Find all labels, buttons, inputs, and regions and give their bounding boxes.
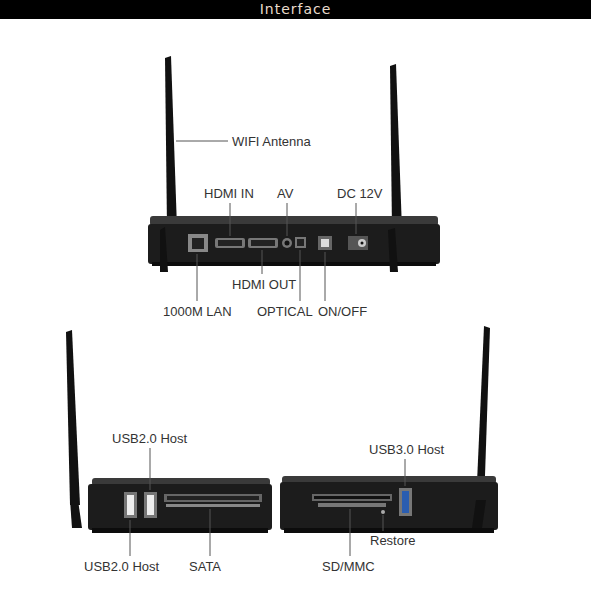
port-label: DC 12V bbox=[337, 186, 383, 201]
port-label: SATA bbox=[189, 559, 221, 574]
left-side-device bbox=[66, 330, 272, 533]
port-label: HDMI OUT bbox=[232, 277, 296, 292]
port-label: USB2.0 Host bbox=[112, 431, 187, 446]
port-label: HDMI IN bbox=[204, 186, 254, 201]
port-label: ON/OFF bbox=[318, 304, 367, 319]
title-bar bbox=[0, 0, 591, 19]
port-label: Restore bbox=[370, 533, 416, 548]
title-text: Interface bbox=[0, 0, 591, 19]
leader-lines bbox=[130, 141, 405, 556]
port-label: AV bbox=[277, 186, 293, 201]
port-label: USB3.0 Host bbox=[369, 442, 444, 457]
right-side-device bbox=[280, 326, 498, 533]
port-label: OPTICAL bbox=[257, 304, 313, 319]
port-label: 1000M LAN bbox=[163, 304, 232, 319]
top-device bbox=[148, 56, 440, 272]
port-label: WIFI Antenna bbox=[232, 134, 311, 149]
port-label: USB2.0 Host bbox=[84, 559, 159, 574]
port-label: SD/MMC bbox=[322, 559, 375, 574]
